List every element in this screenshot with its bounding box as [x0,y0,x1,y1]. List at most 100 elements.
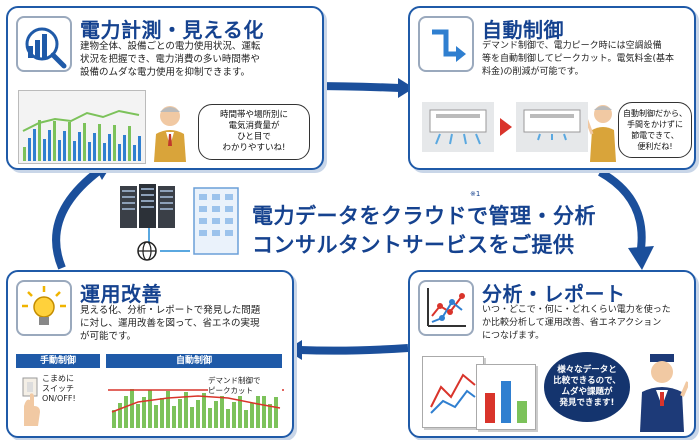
monitor-bar [78,132,81,161]
bubble-line: ムダや課題が [561,387,612,398]
monitor-bar [23,147,26,161]
body-line: が可能です。 [80,330,286,343]
switch-line: こまめに [42,374,98,384]
monitor-bar [68,122,71,161]
arrow-right [600,172,642,255]
network-line-h [160,250,190,252]
demand-bar [208,408,212,428]
demand-bar [154,405,158,428]
arrow-bottom [300,348,408,351]
monitor-bar [93,133,96,161]
body-line: 料金)の削減が可能です。 [482,66,688,79]
bubble-line: 時間帯や場所別に [220,110,288,121]
monitor-bar [48,130,51,161]
card-analysis-report: 分析・レポート いつ・どこで・何に・どれくらい電力を使った か比較分析して運用改… [408,270,696,438]
demand-bar [112,410,116,428]
bubble-line: 便利だね! [637,141,672,152]
demand-bar [214,401,218,428]
demand-bar [250,403,254,428]
demand-bar [160,398,164,428]
body-line: いつ・どこで・何に・どれくらい電力を使った [482,304,688,317]
speech-bubble-analysis: 様々なデータと 比較できるので、 ムダや課題が 発見できます! [544,352,630,422]
demand-bar [274,397,278,428]
report-sheet-bar [476,364,536,430]
monitor-bar [28,138,31,161]
monitor-bar [38,120,41,161]
ac-unit-before [422,102,494,152]
monitor-bar [43,139,46,161]
light-bulb-icon [16,280,72,336]
report-sheet-line [422,356,484,428]
card-title-visualization: 電力計測・見える化 [80,14,264,43]
bubble-line: ひと目で [237,132,271,143]
arrow-left [56,170,100,268]
bubble-line: 電気消費量が [228,121,279,132]
body-line: デマンド制御で、電力ピーク時には空調設備 [482,40,688,53]
bubble-line: 比較できるので、 [553,376,621,387]
demand-bar [130,389,134,428]
bubble-line: 発見できます! [560,398,615,409]
card-body-improve: 見える化、分析・レポートで発見した問題 に対し、運用改善を図って、省エネの実現 … [80,304,286,343]
headline-line1: 電力データをクラウドで管理・分析 [252,200,596,230]
bubble-line: 自動制御だから、 [623,108,687,119]
ac-unit-after [516,102,588,152]
card-visualization: 電力計測・見える化 建物全体、設備ごとの電力使用状況、運転 状況を把握でき、電力… [6,6,324,170]
monitor-bar [128,126,131,161]
manual-control-label: 手動制御 [16,354,100,368]
demand-bar [256,396,260,428]
headline-line2: コンサルタントサービスをご提供 [252,229,575,259]
monitor-bar [53,121,56,161]
demand-bar [136,404,140,428]
demand-bar [268,404,272,428]
building-icon [192,186,240,256]
demand-bar [196,400,200,428]
monitor-bar [123,135,126,161]
body-line: 等を自動制御してピークカット。電気料金(基本 [482,53,688,66]
demand-bar [232,402,236,428]
card-body-analysis: いつ・どこで・何に・どれくらい電力を使った か比較分析して運用改善、省エネアクシ… [482,304,688,343]
monitor-bar [98,124,101,161]
demand-bar [178,399,182,428]
consultant-avatar [150,102,190,162]
speech-bubble-auto: 自動制御だから、 手間をかけずに 節電できて、 便利だね! [618,102,692,158]
body-line: に対し、運用改善を図って、省エネの実現 [80,317,286,330]
monitor-bar [83,123,86,161]
switch-line: スイッチ [42,384,98,394]
demand-bar [220,394,224,428]
body-line: 見える化、分析・レポートで発見した問題 [80,304,286,317]
footnote-mark: ※1 [470,190,480,198]
demand-bar [244,410,248,428]
speech-bubble-visualization: 時間帯や場所別に 電気消費量が ひと目で わかりやすいね! [198,104,310,160]
monitor-bar [138,136,141,161]
switch-note: こまめに スイッチ ON/OFF! [42,374,98,404]
monitor-bar [58,140,61,161]
staff-avatar [636,352,688,432]
demand-bar [118,403,122,428]
monitor-bar [133,145,136,161]
switch-line: ON/OFF! [42,394,98,404]
demand-bar [202,393,206,428]
body-line: 建物全体、設備ごとの電力使用状況、運転 [80,40,316,53]
monitor-bar [113,125,116,161]
demand-bar [226,409,230,428]
card-body-auto: デマンド制御で、電力ピーク時には空調設備 等を自動制御してピークカット。電気料金… [482,40,688,79]
body-line: 設備のムダな電力使用を抑制できます。 [80,66,316,79]
line-chart-icon [418,280,474,336]
note-line: デマンド制御で [208,376,282,386]
demand-bar [124,396,128,428]
demand-bar [148,390,152,428]
step-arrow-icon [418,16,474,72]
globe-icon [136,240,158,262]
card-body-visualization: 建物全体、設備ごとの電力使用状況、運転 状況を把握でき、電力消費の多い時間帯や … [80,40,316,79]
body-line: か比較分析して運用改善、省エネアクション [482,317,688,330]
demand-bar [190,407,194,428]
card-title-improve: 運用改善 [80,278,162,307]
card-title-analysis: 分析・レポート [482,278,626,307]
bubble-line: わかりやすいね! [223,143,286,154]
card-auto-control: 自動制御 デマンド制御で、電力ピーク時には空調設備 等を自動制御してピークカット… [408,6,696,170]
bubble-line: 手間をかけずに [627,119,683,130]
body-line: 状況を把握でき、電力消費の多い時間帯や [80,53,316,66]
monitor-bar [88,142,91,161]
demand-bar [172,406,176,428]
monitor-bar [73,141,76,161]
